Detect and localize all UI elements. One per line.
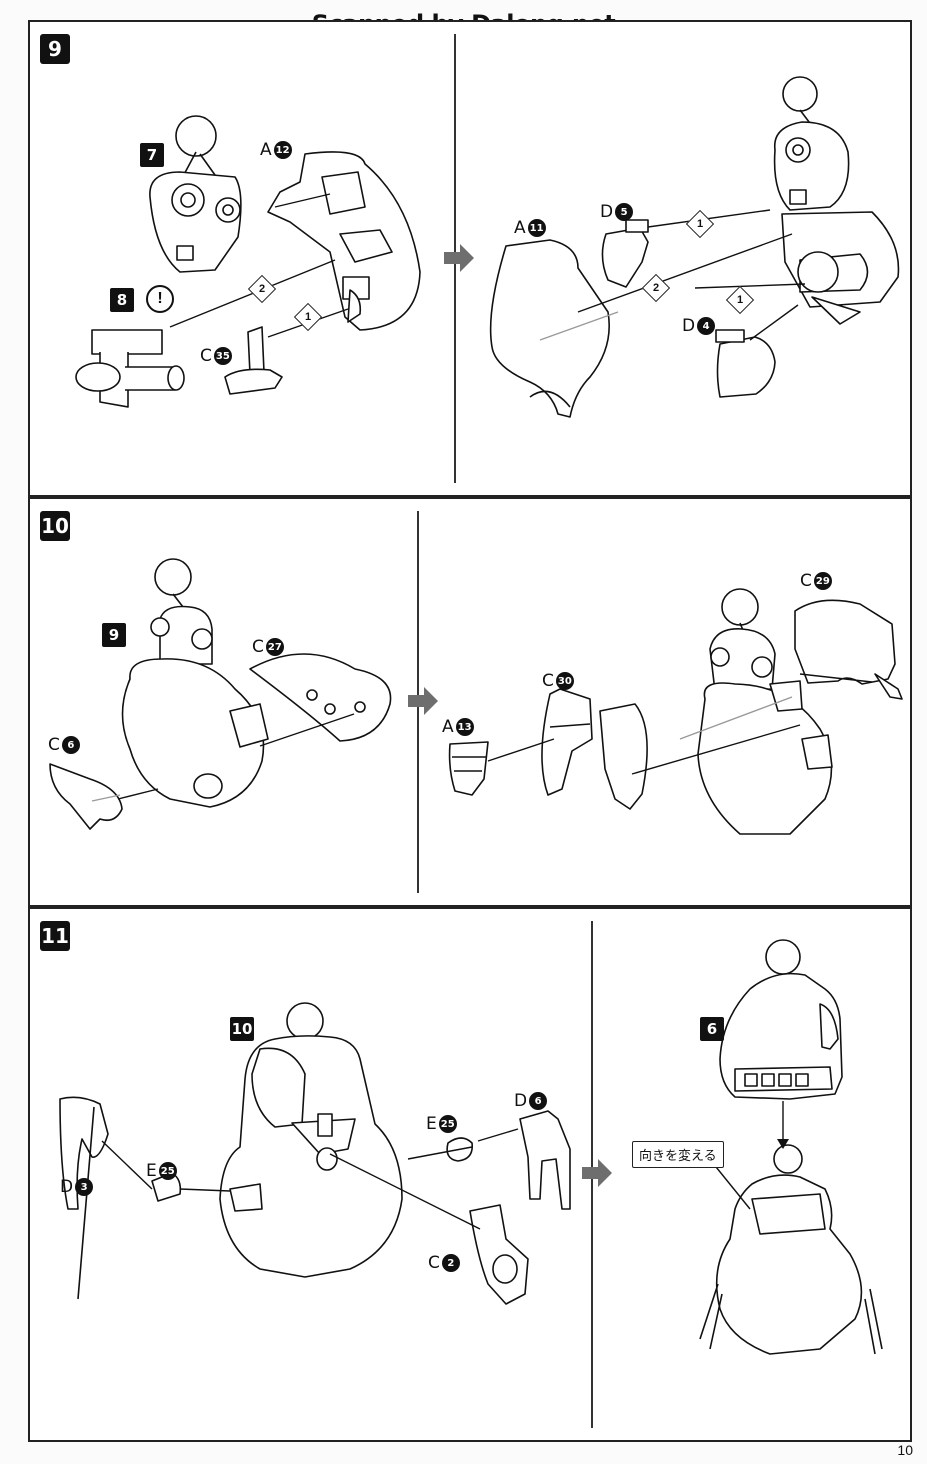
step-10-panel: 10	[28, 497, 912, 907]
page-number: 10	[897, 1442, 913, 1458]
step-number: 10	[40, 511, 70, 541]
subassembly-badge-10: 10	[230, 1017, 254, 1041]
step-9-illustration	[75, 76, 900, 418]
next-arrow-icon	[444, 244, 474, 272]
subassembly-badge-8: 8	[110, 288, 134, 312]
step-number: 9	[40, 34, 70, 64]
subassembly-badge-6: 6	[700, 1017, 724, 1041]
step-11-illustration	[59, 939, 883, 1355]
turn-around-callout: 向きを変える	[632, 1141, 724, 1168]
caution-icon: !	[146, 285, 174, 313]
subassembly-badge-7: 7	[140, 143, 164, 167]
step-11-panel: 11	[28, 907, 912, 1442]
subassembly-badge-9: 9	[102, 623, 126, 647]
step-10-illustration	[49, 558, 903, 835]
step-number: 11	[40, 921, 70, 951]
next-arrow-icon	[408, 687, 438, 715]
step-9-panel: 9	[28, 20, 912, 497]
next-arrow-icon	[582, 1159, 612, 1187]
